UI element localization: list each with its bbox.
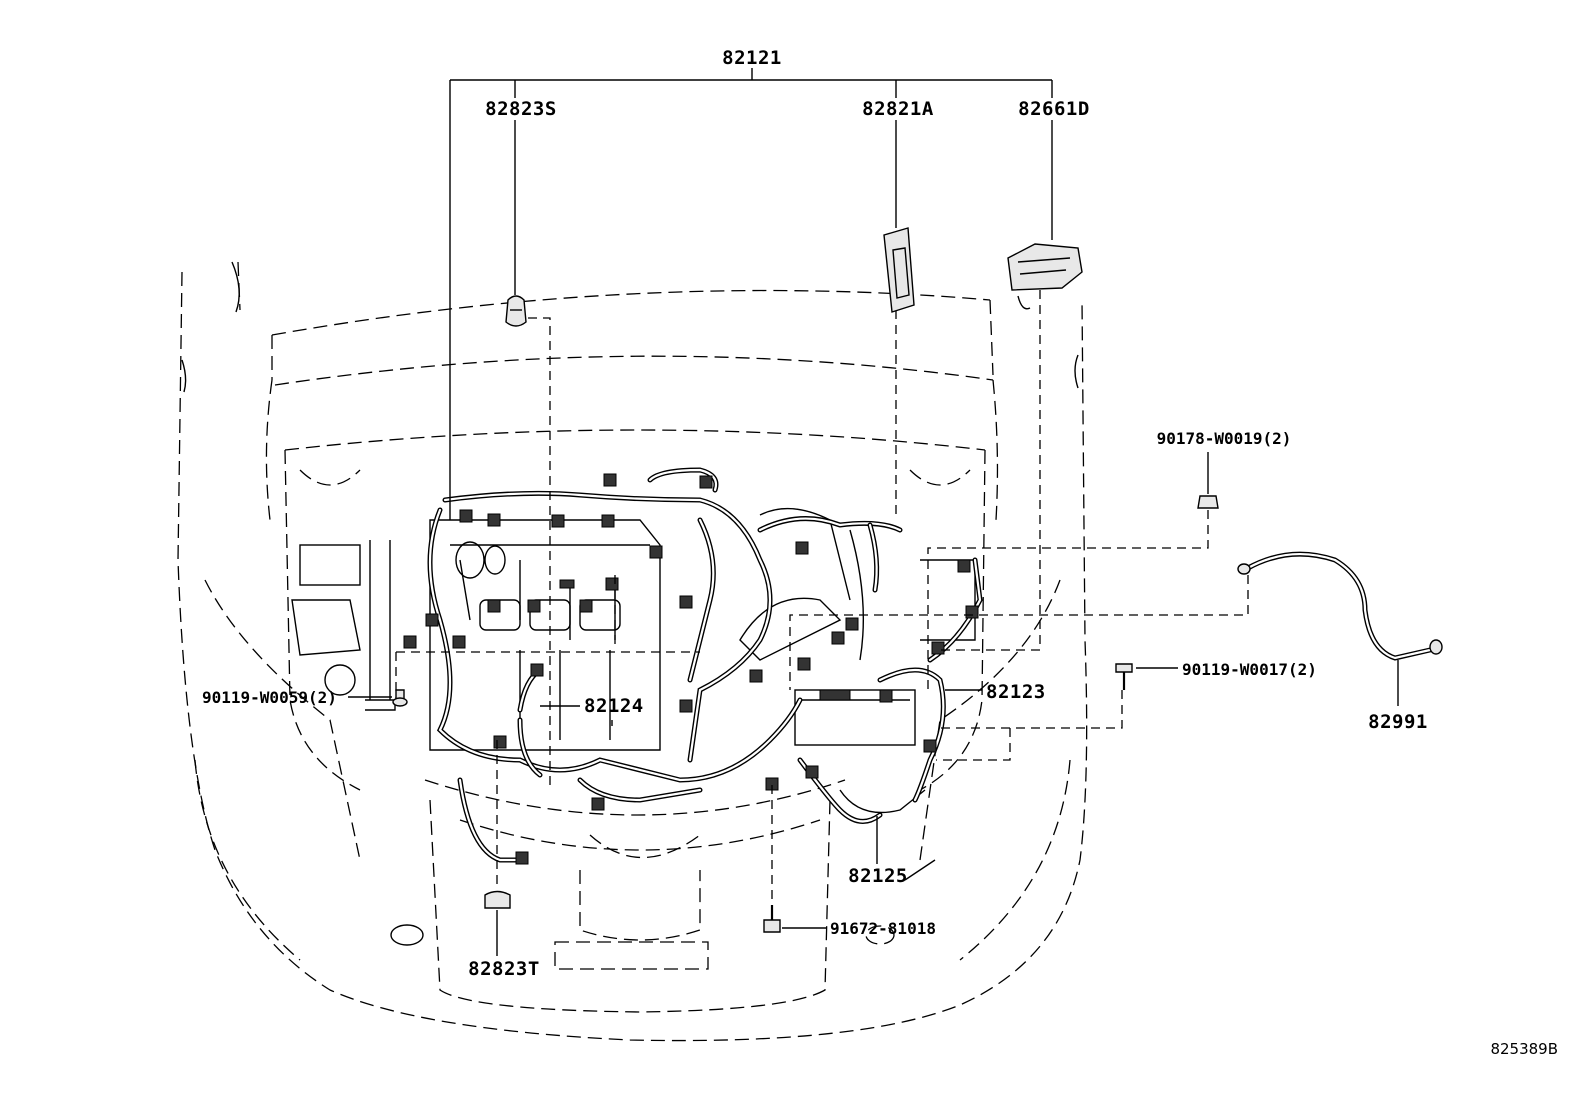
part-90119-right-bolt xyxy=(1115,663,1133,690)
part-90119-left-bolt xyxy=(392,689,408,707)
label-90119-W0017: 90119-W0017(2) xyxy=(1182,660,1317,679)
label-82123: 82123 xyxy=(986,681,1046,703)
part-82821A-cover xyxy=(883,227,915,313)
label-82125: 82125 xyxy=(848,865,908,887)
label-82661D: 82661D xyxy=(1018,98,1090,120)
label-82121: 82121 xyxy=(722,47,782,69)
callout-lines xyxy=(348,68,1399,956)
label-82823T: 82823T xyxy=(468,958,540,980)
vehicle-outline xyxy=(177,261,1088,1042)
wiring-harness xyxy=(427,467,983,863)
diagram-id-code: 825389B xyxy=(1490,1040,1558,1058)
label-82991: 82991 xyxy=(1368,711,1428,733)
part-82823S-grommet xyxy=(505,295,527,327)
connectors xyxy=(403,473,979,865)
label-82124: 82124 xyxy=(584,695,644,717)
label-82821A: 82821A xyxy=(862,98,934,120)
part-90178-nut xyxy=(1197,495,1219,509)
leader-lines xyxy=(395,290,1249,912)
part-82661D-fuse-block xyxy=(1007,243,1083,310)
part-82991-cable xyxy=(1237,551,1443,661)
label-82823S: 82823S xyxy=(485,98,557,120)
label-90119-W0059: 90119-W0059(2) xyxy=(202,688,337,707)
label-91672-81018: 91672-81018 xyxy=(830,919,936,938)
callout-labels: 82121 82823S 82821A 82661D 90178-W0019(2… xyxy=(202,47,1558,1058)
part-91672-bolt xyxy=(763,905,781,933)
part-82823T-grommet xyxy=(484,890,511,909)
label-90178-W0019: 90178-W0019(2) xyxy=(1157,429,1292,448)
